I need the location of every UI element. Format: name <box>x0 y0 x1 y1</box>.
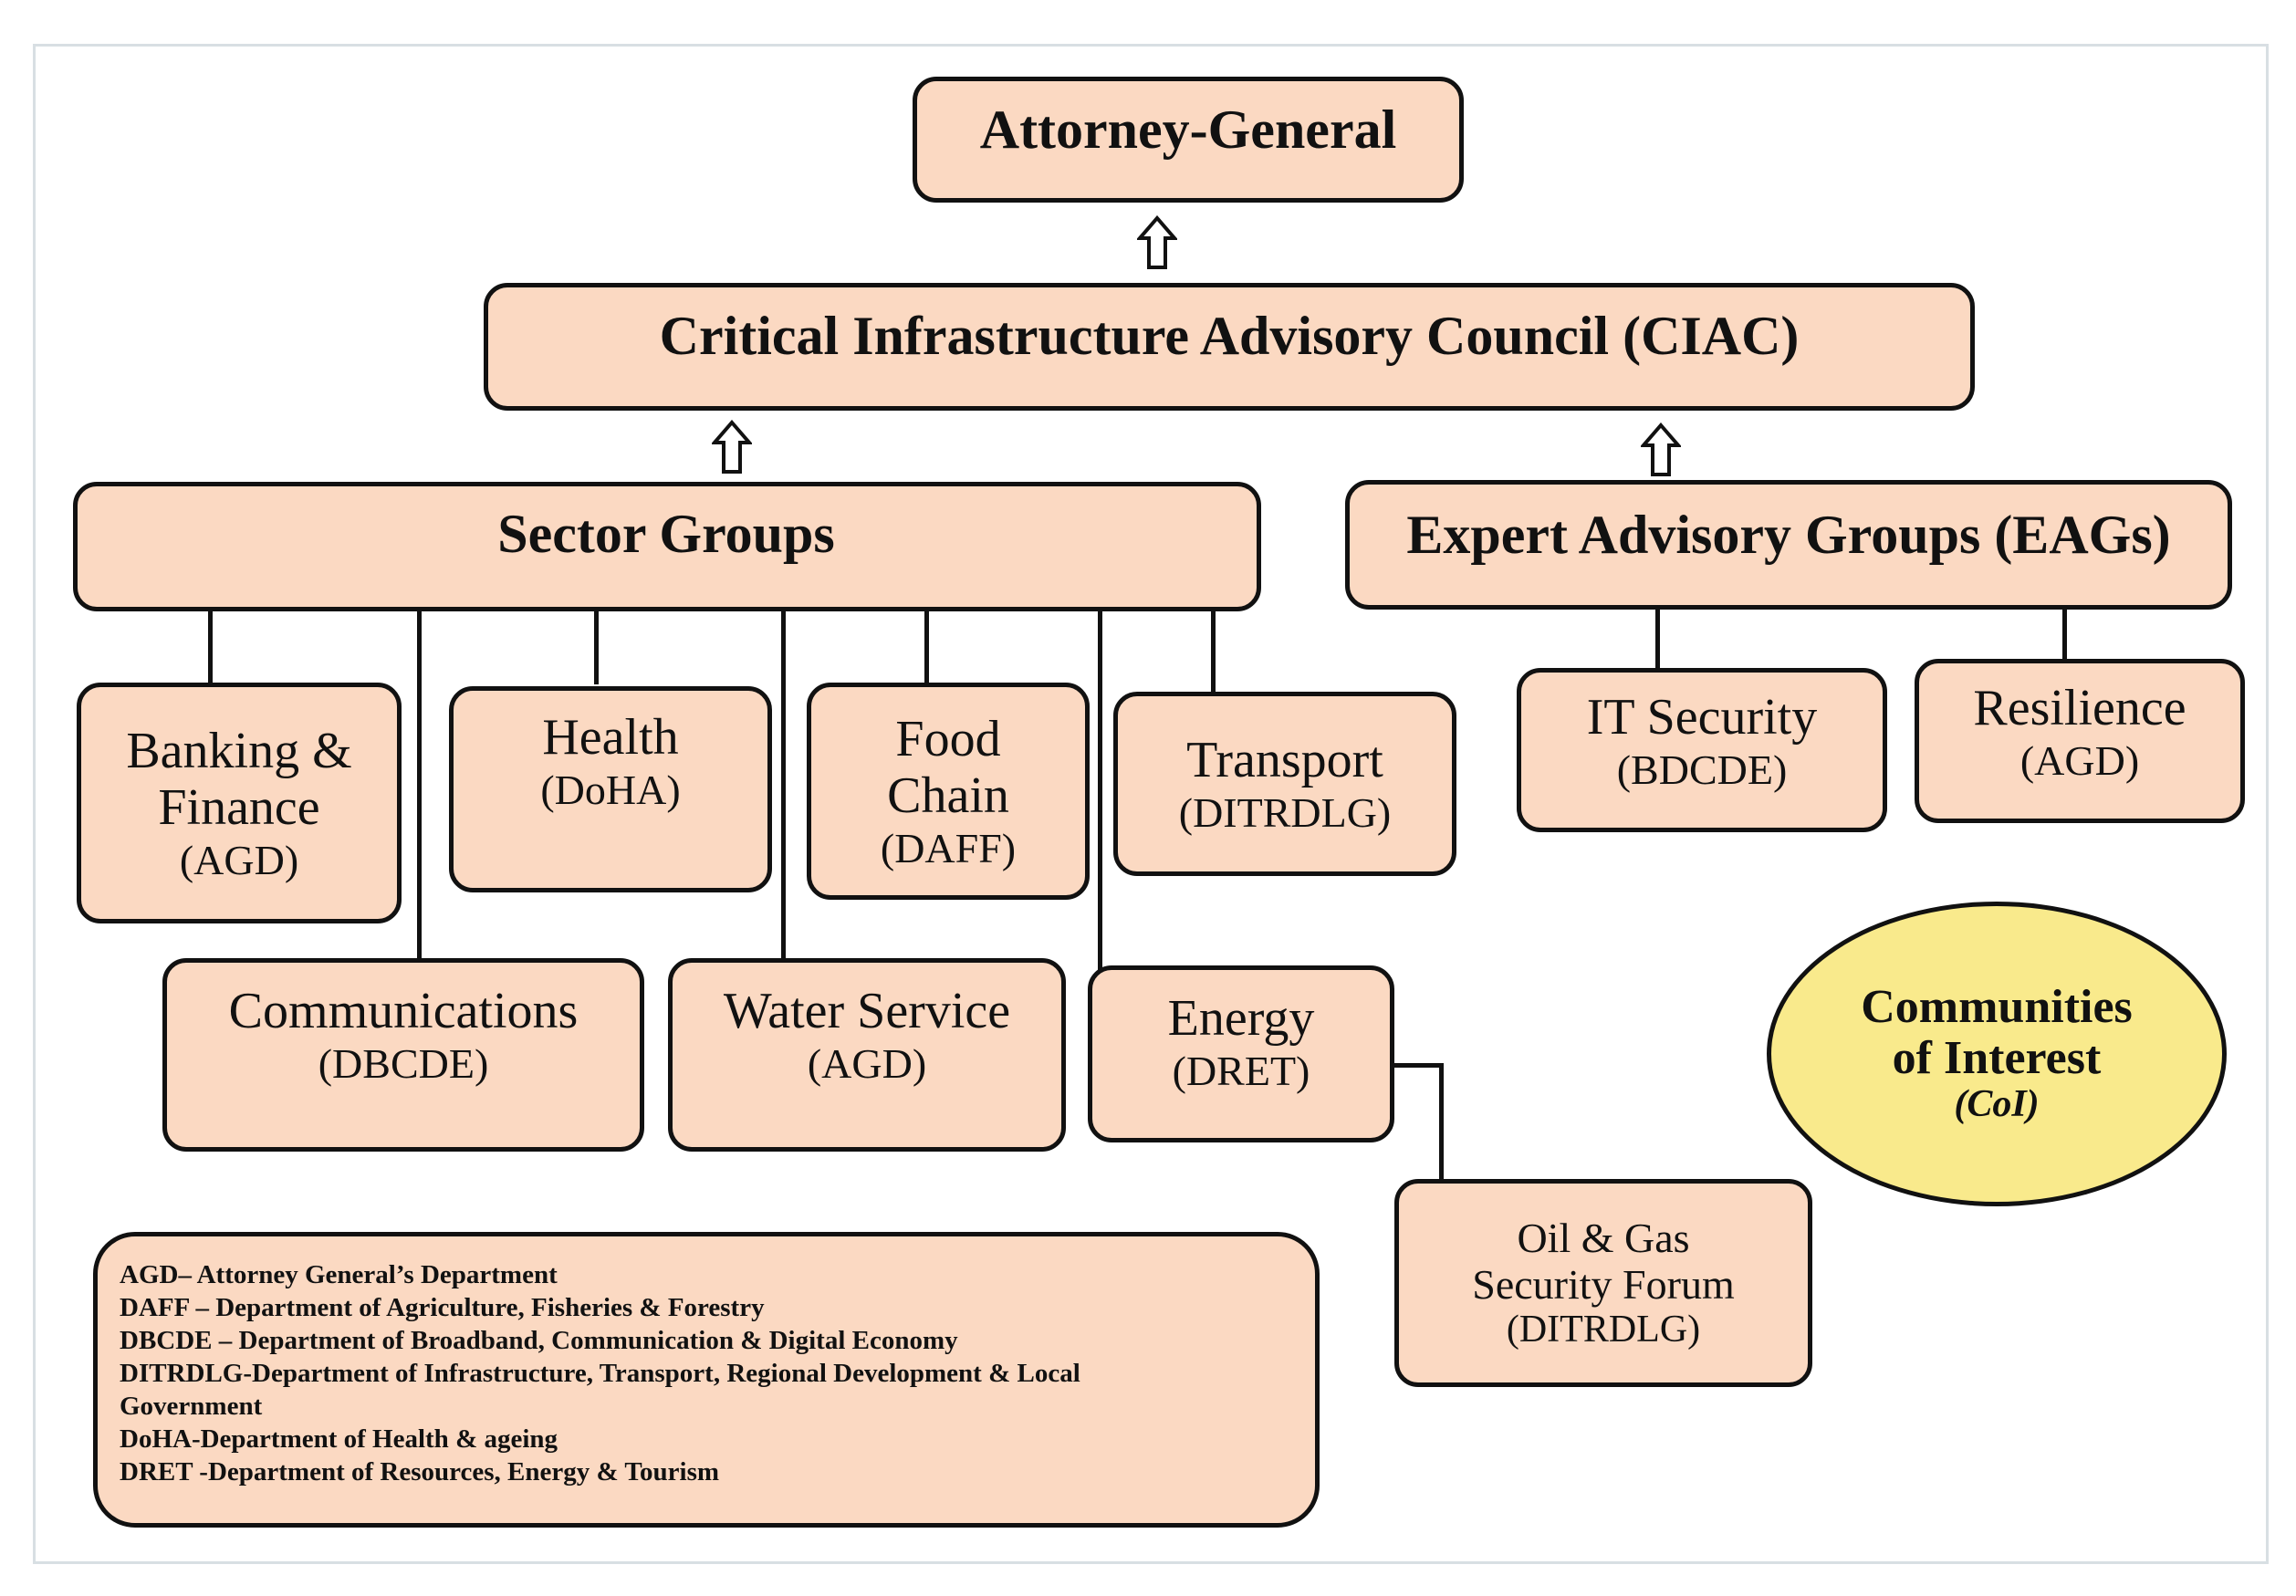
ciac-box: Critical Infrastructure Advisory Council… <box>484 283 1975 411</box>
sector-name: Banking & <box>126 722 352 779</box>
forum-abbr: (DITRDLG) <box>1506 1309 1701 1351</box>
abbreviation-legend: AGD– Attorney General’s Department DAFF … <box>93 1232 1320 1528</box>
sector-name-line2: Finance <box>158 779 320 837</box>
sector-communications: Communications (DBCDE) <box>162 958 644 1152</box>
up-arrow-icon <box>1641 422 1681 476</box>
sector-abbr: (DITRDLG) <box>1178 788 1392 836</box>
legend-line: DRET -Department of Resources, Energy & … <box>120 1457 720 1486</box>
connector-eag-resilience <box>2062 607 2067 662</box>
coi-abbr: (CoI) <box>1954 1083 2040 1126</box>
expert-groups-box: Expert Advisory Groups (EAGs) <box>1345 480 2232 610</box>
oil-gas-security-forum: Oil & Gas Security Forum (DITRDLG) <box>1394 1179 1812 1387</box>
ciac-label: Critical Infrastructure Advisory Council… <box>659 306 1800 367</box>
sector-name-line2: Chain <box>887 767 1009 825</box>
sector-banking-finance: Banking & Finance (AGD) <box>77 683 402 923</box>
eag-name: IT Security <box>1586 689 1818 746</box>
legend-line: DITRDLG-Department of Infrastructure, Tr… <box>120 1359 1080 1388</box>
sector-name: Communications <box>228 983 579 1039</box>
sector-abbr: (AGD) <box>179 836 299 883</box>
connector-sector-health <box>594 607 599 684</box>
sector-name: Transport <box>1186 731 1383 788</box>
attorney-general-label: Attorney-General <box>979 99 1397 161</box>
sector-abbr: (DoHA) <box>540 766 681 813</box>
connector-sector-food <box>924 607 929 684</box>
forum-name: Oil & Gas <box>1517 1214 1690 1261</box>
sector-name: Health <box>542 709 679 766</box>
legend-line: DoHA-Department of Health & ageing <box>120 1424 558 1454</box>
sector-health: Health (DoHA) <box>449 686 772 892</box>
connector-sector-banking <box>208 607 213 684</box>
sector-name: Energy <box>1167 990 1315 1047</box>
sector-abbr: (AGD) <box>807 1039 927 1087</box>
coi-title-line2: of Interest <box>1892 1032 2102 1085</box>
sector-groups-box: Sector Groups <box>73 482 1261 611</box>
eag-abbr: (BDCDE) <box>1616 746 1788 793</box>
sector-water-service: Water Service (AGD) <box>668 958 1066 1152</box>
sector-name: Water Service <box>723 983 1011 1039</box>
up-arrow-icon <box>712 420 752 474</box>
eag-abbr: (AGD) <box>2019 736 2140 784</box>
sector-energy: Energy (DRET) <box>1088 965 1394 1142</box>
sector-food-chain: Food Chain (DAFF) <box>807 683 1090 900</box>
attorney-general-box: Attorney-General <box>913 77 1464 203</box>
coi-title: Communities <box>1861 981 2133 1034</box>
sector-groups-label: Sector Groups <box>497 504 835 565</box>
eag-it-security: IT Security (BDCDE) <box>1517 668 1887 832</box>
connector-eag-itsecurity <box>1655 607 1660 675</box>
legend-line: DBCDE – Department of Broadband, Communi… <box>120 1326 958 1355</box>
communities-of-interest: Communities of Interest (CoI) <box>1767 902 2227 1206</box>
connector-sector-water <box>781 607 786 963</box>
connector-sector-transport <box>1211 607 1216 694</box>
sector-transport: Transport (DITRDLG) <box>1113 692 1456 876</box>
legend-line: AGD– Attorney General’s Department <box>120 1260 558 1289</box>
connector-energy-oilgas-h <box>1387 1063 1444 1068</box>
expert-groups-label: Expert Advisory Groups (EAGs) <box>1406 505 2171 566</box>
sector-abbr: (DAFF) <box>880 824 1017 871</box>
connector-sector-energy <box>1098 607 1102 970</box>
forum-name-line2: Security Forum <box>1472 1261 1735 1309</box>
up-arrow-icon <box>1137 215 1177 269</box>
connector-sector-communications <box>417 607 422 963</box>
eag-resilience: Resilience (AGD) <box>1915 659 2245 823</box>
diagram-frame <box>33 44 2269 1564</box>
sector-abbr: (DBCDE) <box>318 1039 489 1087</box>
legend-line: Government <box>120 1392 263 1421</box>
sector-abbr: (DRET) <box>1172 1047 1310 1094</box>
eag-name: Resilience <box>1973 680 2186 736</box>
legend-line: DAFF – Department of Agriculture, Fisher… <box>120 1293 765 1322</box>
connector-energy-oilgas-v <box>1439 1063 1444 1182</box>
sector-name: Food <box>895 710 1001 767</box>
